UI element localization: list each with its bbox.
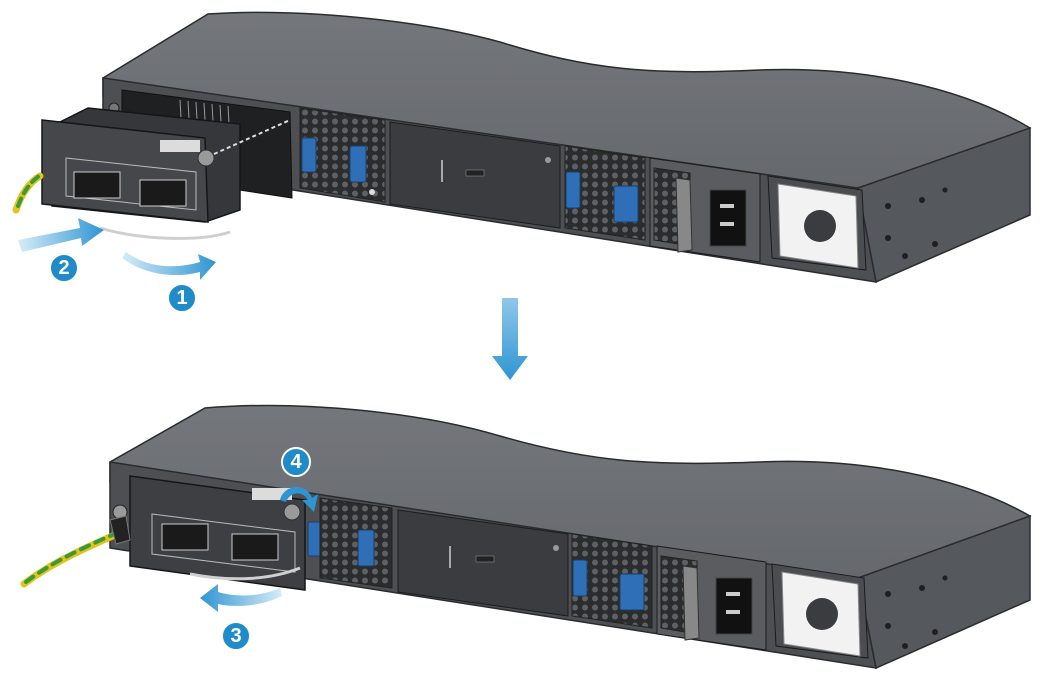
top-fan-2-latch-left	[565, 171, 581, 209]
top-module-port-frame	[65, 157, 197, 211]
step-badge-3: 3	[221, 621, 251, 651]
rotate-handle-arrow-1	[122, 252, 216, 280]
top-psu-1-power-socket	[709, 189, 747, 247]
svg-text:2: 2	[58, 257, 69, 279]
bottom-fan-2-latch-right	[619, 573, 645, 611]
svg-text:3: 3	[230, 625, 241, 647]
svg-text:4: 4	[290, 451, 302, 473]
top-fan-2-latch-right	[613, 185, 639, 223]
top-side-holes	[885, 187, 948, 259]
bottom-module-port-2	[231, 533, 279, 561]
bottom-psu-1-power-socket	[715, 577, 753, 635]
bottom-module-captive-screw	[283, 503, 301, 521]
close-handle-arrow-3	[200, 584, 282, 612]
top-ground-wire	[12, 172, 44, 214]
top-blank-panel-label	[465, 169, 485, 177]
bottom-fan-1-latch	[357, 529, 375, 567]
bottom-installed-module	[129, 475, 306, 591]
top-fan-1-screw	[369, 189, 375, 195]
svg-text:1: 1	[176, 287, 187, 309]
top-module-captive-screw	[197, 149, 215, 167]
top-fan-1-latch-left	[301, 137, 317, 173]
bottom-blank-panel	[397, 509, 569, 617]
screw-rotate-arrow-4	[280, 486, 318, 512]
top-device	[102, 11, 1032, 284]
bottom-module-handle	[189, 566, 301, 581]
top-psu-1-handle	[675, 177, 693, 253]
top-fan-1-latch-right	[349, 145, 367, 183]
bottom-device	[109, 404, 1032, 670]
step-badge-2: 2	[49, 253, 79, 283]
bottom-fan-2-latch-left	[572, 559, 588, 597]
bottom-fan-1-grille	[319, 497, 393, 589]
bottom-module-port-frame	[151, 513, 296, 573]
bottom-side-holes	[885, 575, 948, 649]
bottom-ground-wire	[20, 515, 131, 588]
top-blank-panel-screw	[545, 157, 551, 163]
top-module-label	[160, 140, 200, 152]
insert-arrow	[18, 218, 104, 252]
bottom-psu-2-hole	[806, 598, 838, 630]
top-psu-2-hole	[804, 210, 836, 242]
top-interface-module	[41, 107, 291, 240]
bottom-psu-1-handle	[682, 565, 700, 641]
step-badge-4: 4	[281, 447, 311, 477]
step-badge-1: 1	[167, 283, 197, 313]
bottom-module-port-1	[161, 523, 209, 551]
transition-down-arrow	[492, 298, 528, 380]
top-module-port-1	[73, 171, 121, 199]
top-module-handle	[99, 226, 231, 240]
top-module-port-2	[139, 179, 187, 207]
